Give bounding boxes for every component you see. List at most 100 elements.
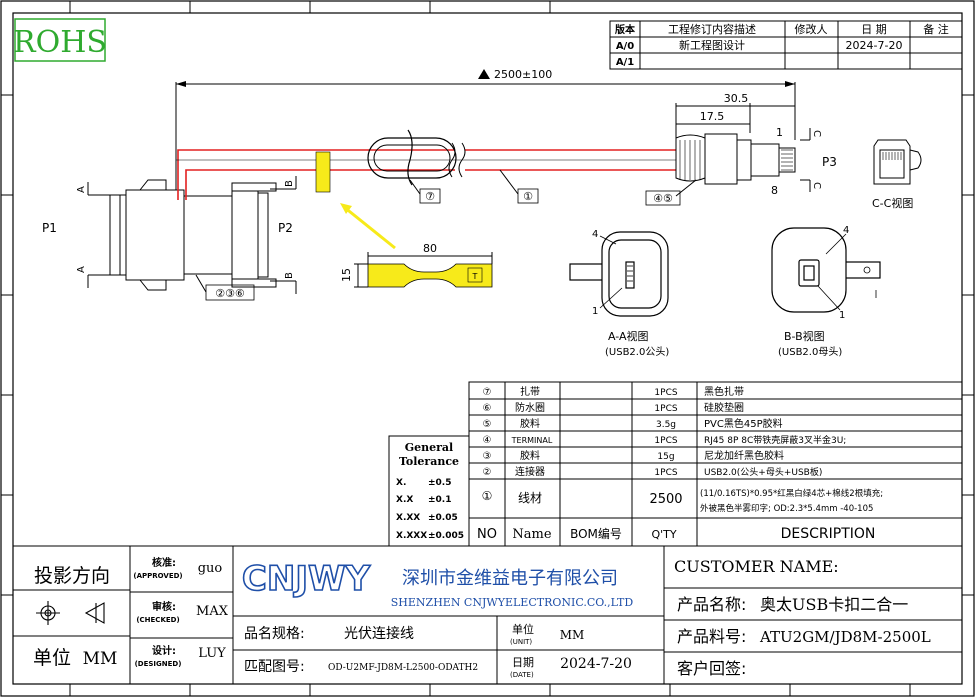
bom-row-7-desc: 黑色扎带 [704,385,744,398]
tolerance-row-1-key: X. [396,478,406,488]
bom-row-7-no: ⑦ [483,387,492,398]
checked-label: 审核: [152,600,176,613]
aa-pin4: 4 [592,229,598,240]
cable-break-left [448,142,456,178]
dim-triangle-marker [478,69,490,79]
product-no-value: ATU2GM/JD8M-2500L [759,628,931,646]
rev-row1-date: 2024-7-20 [846,39,903,52]
dim-30-5: 30.5 [724,92,749,105]
bom-row-6-qty: 1PCS [654,404,677,414]
bom-row-6-name: 防水圈 [515,401,545,414]
bom-row-1-no: ① [482,489,493,503]
bom-row-5-qty: 3.5g [656,420,676,430]
rohs-mark: ROHS [13,25,107,60]
aa-view-label: A-A视图 [608,329,649,343]
p3-pin8: 8 [771,184,778,197]
rev-row2-ver: A/1 [616,57,634,68]
p3-pin1: 1 [776,126,783,139]
sec-a-bottom: A [76,266,87,273]
product-name-label: 产品名称: [677,595,746,614]
bom-row-7-name: 扎带 [520,385,540,398]
section-c-marks [800,128,811,192]
title-block-grid [12,545,963,685]
projection-symbol [36,601,105,625]
bom-row-5-name: 胶料 [520,417,540,430]
label-t-box [467,267,483,283]
label-length-dim: 80 [423,242,437,255]
p3-connector [675,133,796,185]
overall-dimension [175,82,796,200]
bom-header-name: Name [512,527,551,542]
company-logo: CNJWY [242,559,371,599]
sec-b-bottom: B [284,272,295,279]
rev-header-desc: 工程修订内容描述 [668,22,756,36]
p2-label: P2 [278,221,293,235]
sec-c-top: C [811,130,822,137]
bom-row-1-qty: 2500 [649,492,682,507]
product-no-label: 产品料号: [677,627,746,646]
bom-row-3-no: ③ [483,451,492,462]
callout-1-leader [499,169,519,195]
sec-b-top: B [284,180,295,187]
rev-header-note: 备 注 [923,22,949,36]
overall-length: 2500±100 [494,68,552,81]
bom-row-1-name: 线材 [518,491,542,505]
drawing-no-label: 匹配图号: [244,659,305,675]
cable-red-lines [177,149,690,200]
label-detail-arrowhead [340,203,352,214]
callout-45: ④⑤ [653,192,673,205]
tolerance-row-2-key: X.X [396,495,413,505]
callout-1: ① [523,190,533,203]
bb-view-leaders [817,233,877,311]
spec-value: 光伏连接线 [344,625,414,642]
rev-row1-ver: A/0 [616,41,634,52]
projection-label: 投影方向 [34,565,110,587]
bom-row-4-no: ④ [483,435,492,446]
approved-value: guo [198,561,223,576]
unit-label: 单位 [33,647,71,669]
bom-row-6-desc: 硅胶垫圈 [704,401,744,414]
callout-236: ②③⑥ [215,287,245,300]
bom-row-2-name: 连接器 [515,465,545,478]
rev-header-ver: 版本 [615,23,636,36]
tolerance-title-2: Tolerance [399,455,459,468]
customer-name-label: CUSTOMER NAME: [674,557,839,576]
sec-c-bottom: C [811,182,822,189]
cable-tie-loop [367,137,457,179]
date-en: (DATE) [510,671,534,679]
unit2-label: 单位 [512,622,534,636]
bom-row-1-desc: (11/0.16TS)*0.95*红黑白绿4芯+棉线2根填充; [700,488,883,499]
cc-view-pins [882,152,902,160]
callout-236-box [205,284,255,301]
cc-view-drawing [873,139,922,185]
label-t: T [472,272,478,281]
aa-pin1: 1 [592,306,598,317]
callout-45-leader [675,179,697,197]
dim-arrow-left [176,81,186,87]
callout-45-box [645,190,681,206]
revision-table [609,20,963,70]
bom-row-3-desc: 尼龙加纤黑色胶料 [704,449,784,462]
bom-header-desc: DESCRIPTION [781,526,876,542]
bb-view-label: B-B视图 [784,329,825,343]
aa-view-drawing [569,231,669,317]
tolerance-row-4-val: ±0.005 [428,531,464,541]
rev-header-date: 日 期 [861,23,887,36]
company-name-cn: 深圳市金维益电子有限公司 [402,568,618,589]
tolerance-row-3-val: ±0.05 [428,513,458,523]
rev-header-by: 修改人 [795,22,828,36]
tolerance-row-2-val: ±0.1 [428,495,451,505]
bb-view-sub: (USB2.0母头) [778,346,842,358]
bb-pin1: 1 [839,310,845,321]
customer-sign-label: 客户回签: [677,659,746,678]
rohs-box [14,18,106,62]
p3-dimensions [675,103,796,140]
aa-view-pins [599,235,633,309]
bom-table-grid [468,381,963,547]
bom-row-2-no: ② [483,467,492,478]
bom-row-5-no: ⑤ [483,419,492,430]
rev-row1-desc: 新工程图设计 [679,38,745,52]
cable-label-tag [315,151,331,193]
bom-row-5-desc: PVC黑色45P胶料 [704,417,783,430]
